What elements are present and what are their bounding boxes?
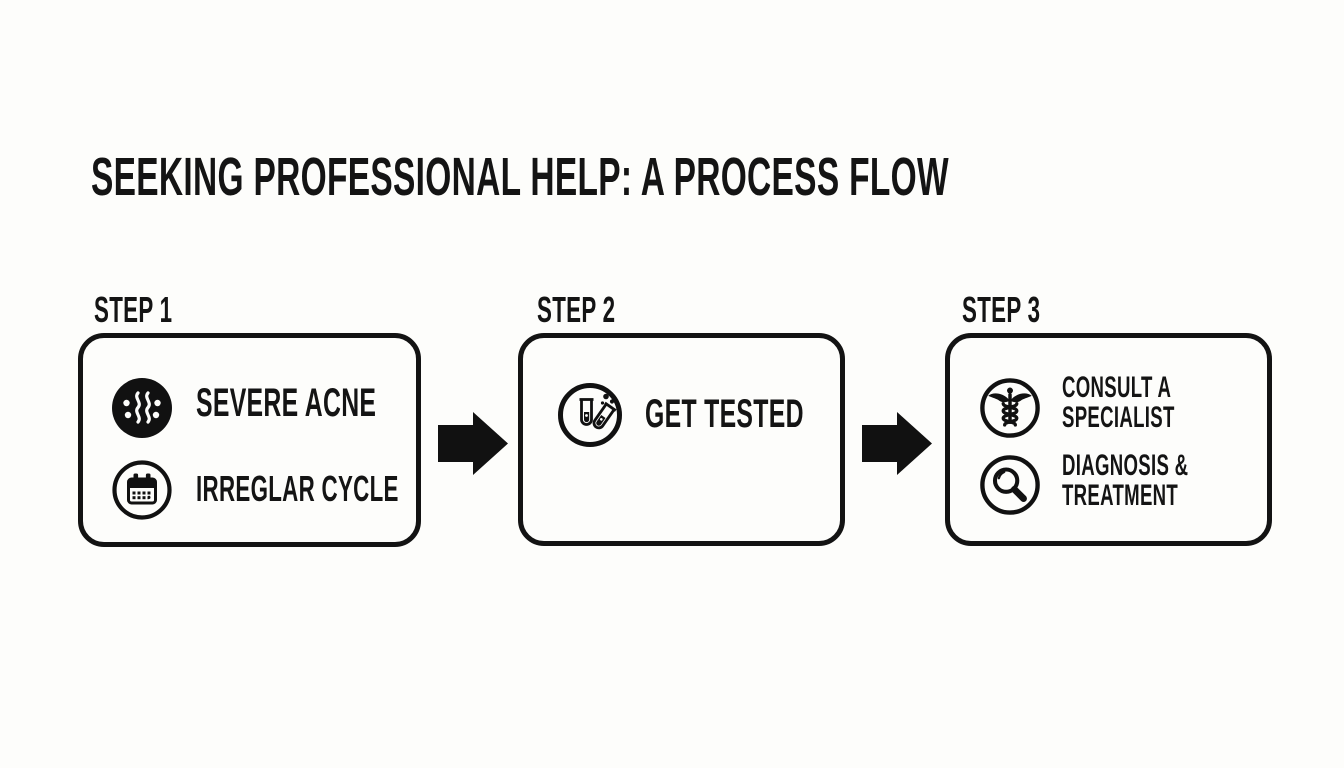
step1-box (78, 333, 421, 547)
calendar-icon (112, 460, 172, 520)
step2-item1-label: GET TESTED (645, 392, 804, 436)
step1-item1-label: SEVERE ACNE (196, 381, 377, 425)
arrow-right-icon (438, 412, 508, 475)
test-tubes-icon (558, 383, 622, 447)
step1-item2-label: IRREGLAR CYCLE (196, 468, 399, 509)
step3-item1-label: CONSULT A SPECIALIST (1062, 371, 1175, 434)
magnifying-glass-icon (980, 455, 1040, 515)
acne-icon (112, 378, 172, 438)
step3-item2-label: DIAGNOSIS & TREATMENT (1062, 449, 1189, 512)
arrow-right-icon (862, 412, 932, 475)
step3-label: STEP 3 (962, 289, 1041, 330)
step1-label: STEP 1 (94, 289, 173, 330)
caduceus-icon (980, 378, 1040, 438)
page-title: SEEKING PROFESSIONAL HELP: A PROCESS FLO… (91, 147, 949, 207)
step2-label: STEP 2 (537, 289, 616, 330)
